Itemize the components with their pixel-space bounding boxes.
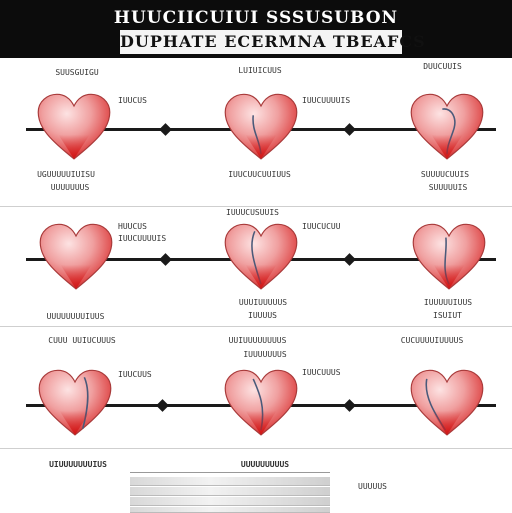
row3-mid-label: IUUUUUUUS	[243, 350, 287, 359]
row1-caption-left-2: UUUUUUUS	[50, 183, 90, 192]
heart-icon	[222, 222, 300, 292]
row2-caption-center: UUUIUUUUUS	[238, 298, 288, 307]
footer-label-left: UIUUUUUUUIUS	[49, 460, 107, 469]
row2-caption-left: UUUUUUUUIUUS	[46, 312, 105, 321]
heart-icon	[37, 222, 115, 292]
row1-caption-right: SUUUUCUUIS	[420, 170, 470, 179]
row2-side-label-left-2: IUUCUUUUIS	[118, 234, 167, 243]
row2-top-label-center: IUUUCUSUUIS	[226, 208, 279, 217]
row1-marker	[159, 123, 172, 136]
table-row	[130, 507, 330, 513]
title-line-2: DUPHATE ECERMNA TBEAFCS	[120, 30, 425, 54]
row-divider	[0, 448, 512, 449]
row-divider	[0, 206, 512, 207]
heart-icon	[222, 368, 300, 438]
row3-marker	[343, 399, 356, 412]
table-row	[130, 497, 330, 506]
row1-caption-left: UGUUUUUIUISU	[37, 170, 95, 179]
row1-top-label-center: LUIUICUUS	[238, 66, 282, 75]
table-row	[130, 487, 330, 496]
row1-side-label-left: IUUCUS	[118, 96, 147, 105]
row2-side-label-right: IUUCUCUU	[302, 222, 341, 231]
heart-icon	[408, 368, 486, 438]
heart-icon	[36, 368, 114, 438]
row3-top-label-right: CUCUUUUIUUUUS	[400, 336, 464, 345]
footer-label-right: UUUUUS	[358, 482, 387, 491]
row2-marker	[343, 253, 356, 266]
row2-caption-center-2: IUUUUS	[248, 311, 277, 320]
row2-side-label-left: HUUCUS	[118, 222, 147, 231]
table-row	[130, 477, 330, 486]
row2-caption-right-2: ISUIUT	[433, 311, 462, 320]
row1-caption-right-2: SUUUUUIS	[428, 183, 468, 192]
row1-side-label-right: IUUCUUUUIS	[302, 96, 351, 105]
row2-caption-right: IUUUUUIUUS	[423, 298, 473, 307]
row3-side-label-right: IUUCUUUS	[302, 368, 341, 377]
row2-marker	[159, 253, 172, 266]
row-divider	[0, 326, 512, 327]
header-banner: HUUCIICUIUI SSSUSUBON DUPHATE ECERMNA TB…	[0, 0, 512, 58]
heart-icon	[222, 92, 300, 162]
row3-side-label-left: IUUCUUS	[118, 370, 152, 379]
footer-table	[130, 472, 330, 513]
row1-top-label-left: SUUSGUIGU	[55, 68, 99, 77]
row3-marker	[156, 399, 169, 412]
row3-top-label-center: UUIUUUUUUUUS	[228, 336, 287, 345]
heart-icon	[35, 92, 113, 162]
row1-marker	[343, 123, 356, 136]
row1-caption-center: IUUCUUCUUIUUS	[228, 170, 291, 179]
row1-top-label-right: DUUCUUIS	[423, 62, 462, 71]
row3-top-label-left: CUUU UUIUCUUUS	[48, 336, 116, 345]
heart-icon	[410, 222, 488, 292]
title-line-1: HUUCIICUIUI SSSUSUBON	[113, 8, 399, 28]
footer-label-center: UUUUUUUUUS	[240, 460, 290, 469]
heart-icon	[408, 92, 486, 162]
